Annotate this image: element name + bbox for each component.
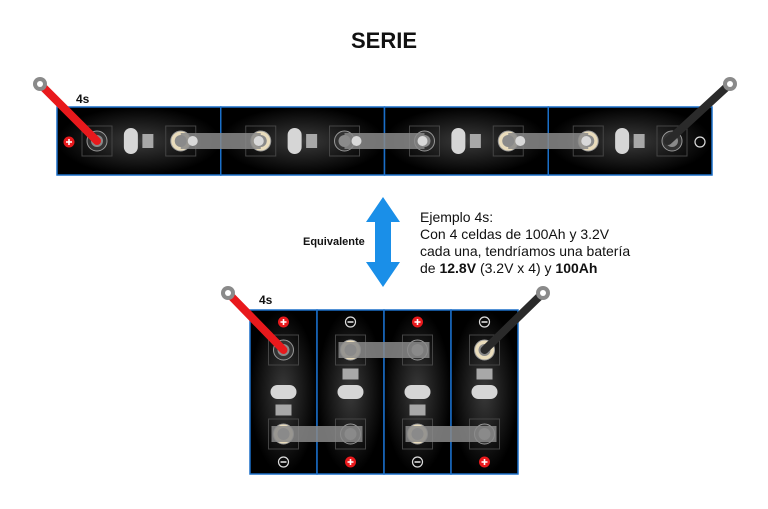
label-pad — [409, 404, 426, 416]
vent — [287, 128, 302, 154]
example-line: Con 4 celdas de 100Ah y 3.2V — [420, 226, 610, 242]
vent — [270, 385, 297, 399]
equivalence-label: Equivalente — [303, 236, 365, 248]
bolt — [417, 136, 428, 146]
double-arrow-vertical-icon — [366, 197, 400, 287]
lug-hole — [540, 290, 546, 296]
bolt — [253, 136, 264, 146]
busbar — [271, 426, 363, 442]
total-capacity: 100Ah — [555, 260, 598, 276]
bolt — [515, 136, 526, 146]
plus-mark — [481, 459, 488, 465]
plus-mark — [347, 459, 354, 465]
busbar — [180, 133, 261, 149]
positive-cable — [36, 80, 101, 145]
plus-mark — [280, 319, 287, 325]
terminal-frame — [656, 125, 688, 157]
busbar — [344, 133, 425, 149]
bolt — [187, 136, 198, 146]
busbar — [405, 426, 497, 442]
label-pad — [142, 134, 154, 148]
total-voltage: 12.8V — [439, 260, 477, 276]
negative-symbol-icon — [478, 316, 491, 328]
negative-symbol-icon — [277, 456, 290, 468]
example-heading: Ejemplo 4s: — [420, 209, 494, 225]
terminal-frame — [469, 334, 500, 366]
label-pad — [275, 404, 292, 416]
label-pad — [342, 368, 359, 380]
label-pad — [476, 368, 493, 380]
busbar — [508, 133, 589, 149]
page-title: SERIE — [350, 28, 418, 53]
vent — [123, 128, 138, 154]
bottom-config-label: 4s — [259, 293, 273, 307]
negative-symbol-icon — [344, 316, 357, 328]
top-config-label: 4s — [76, 92, 90, 106]
vent — [337, 385, 364, 399]
negative-symbol-icon — [411, 456, 424, 468]
example-note: Ejemplo 4s: Con 4 celdas de 100Ah y 3.2V… — [420, 209, 700, 277]
positive-cable — [224, 289, 288, 354]
top-battery — [33, 77, 737, 176]
terminal-frame — [81, 125, 113, 157]
plus-mark — [414, 319, 421, 325]
negative-cable — [664, 80, 734, 145]
busbar — [338, 342, 430, 358]
label-pad — [306, 134, 318, 148]
bolt — [351, 136, 362, 146]
bolt — [581, 136, 592, 146]
terminal-frame — [268, 334, 299, 366]
example-result: de 12.8V (3.2V x 4) y 100Ah — [420, 260, 598, 276]
example-line: cada una, tendríamos una batería — [420, 243, 631, 259]
bottom-battery — [221, 286, 550, 475]
label-pad — [633, 134, 645, 148]
vent — [615, 128, 630, 154]
lug-hole — [727, 81, 733, 87]
vent — [404, 385, 431, 399]
lug-hole — [225, 290, 231, 296]
plus-mark — [66, 139, 72, 145]
negative-symbol-icon — [694, 136, 706, 148]
label-pad — [469, 134, 481, 148]
negative-cable — [480, 289, 547, 354]
lug-hole — [37, 81, 43, 87]
vent — [471, 385, 498, 399]
vent — [451, 128, 466, 154]
